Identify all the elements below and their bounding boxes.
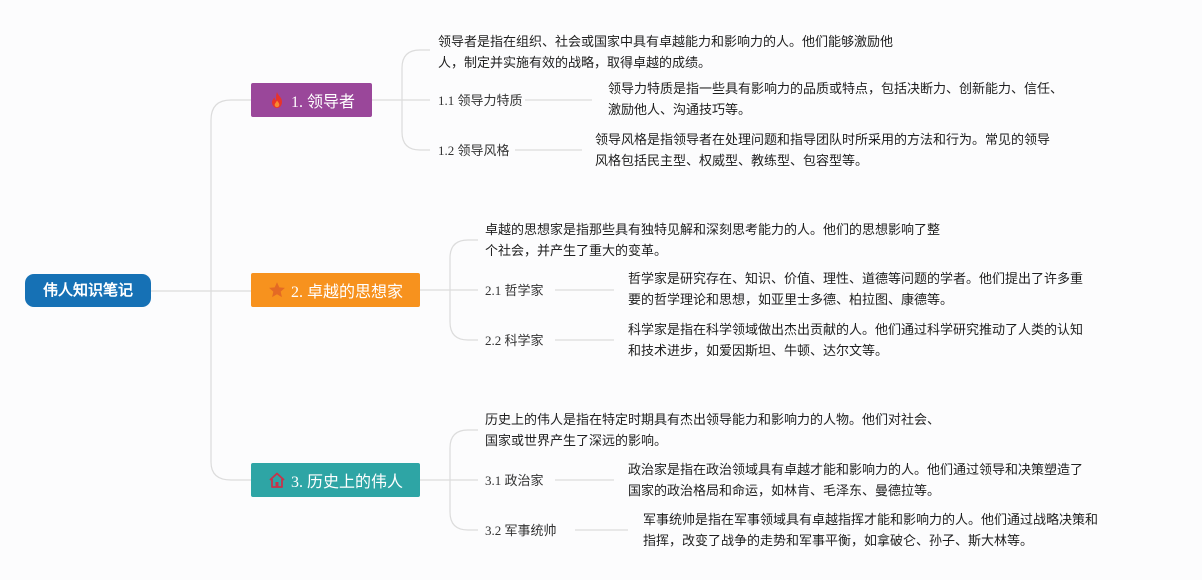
branch-description: 卓越的思想家是指那些具有独特见解和深刻思考能力的人。他们的思想影响了整 个社会，…: [485, 223, 941, 259]
branch-leader[interactable]: 1. 领导者: [251, 83, 372, 117]
branch-description: 领导者是指在组织、社会或国家中具有卓越能力和影响力的人。他们能够激励他 人，制定…: [438, 35, 894, 71]
branch-title: 1. 领导者: [290, 94, 355, 111]
subtopic-text: 军事统帅是指在军事领域具有卓越指挥才能和影响力的人。他们通过战略决策和 指挥，改…: [643, 513, 1099, 549]
branch-historical-figures[interactable]: 3. 历史上的伟人: [251, 463, 420, 497]
subtopic-politician[interactable]: 3.1 政治家: [485, 473, 544, 488]
root-node[interactable]: 伟人知识笔记: [25, 274, 151, 307]
subtopic-philosopher[interactable]: 2.1 哲学家: [485, 283, 544, 298]
star-icon: [268, 281, 286, 299]
subtopic-text: 领导风格是指领导者在处理问题和指导团队时所采用的方法和行为。常见的领导 风格包括…: [595, 133, 1051, 169]
home-icon: [268, 471, 286, 489]
subtopic-military-commander[interactable]: 3.2 军事统帅: [485, 523, 557, 538]
subtopic-text: 哲学家是研究存在、知识、价值、理性、道德等问题的学者。他们提出了许多重 要的哲学…: [628, 272, 1084, 308]
fire-icon: [268, 91, 286, 109]
subtopic-scientist[interactable]: 2.2 科学家: [485, 333, 544, 348]
subtopic-text: 领导力特质是指一些具有影响力的品质或特点，包括决断力、创新能力、信任、 激励他人…: [608, 82, 1064, 118]
subtopic-text: 政治家是指在政治领域具有卓越才能和影响力的人。他们通过领导和决策塑造了 国家的政…: [628, 463, 1084, 499]
subtopic-leadership-traits[interactable]: 1.1 领导力特质: [438, 93, 523, 108]
subtopic-text: 科学家是指在科学领域做出杰出贡献的人。他们通过科学研究推动了人类的认知 和技术进…: [628, 323, 1084, 359]
branch-thinker[interactable]: 2. 卓越的思想家: [251, 273, 420, 307]
subtopic-leadership-style[interactable]: 1.2 领导风格: [438, 143, 510, 158]
branch-title: 3. 历史上的伟人: [290, 474, 403, 491]
branch-description: 历史上的伟人是指在特定时期具有杰出领导能力和影响力的人物。他们对社会、 国家或世…: [485, 413, 941, 449]
branch-title: 2. 卓越的思想家: [290, 284, 403, 301]
